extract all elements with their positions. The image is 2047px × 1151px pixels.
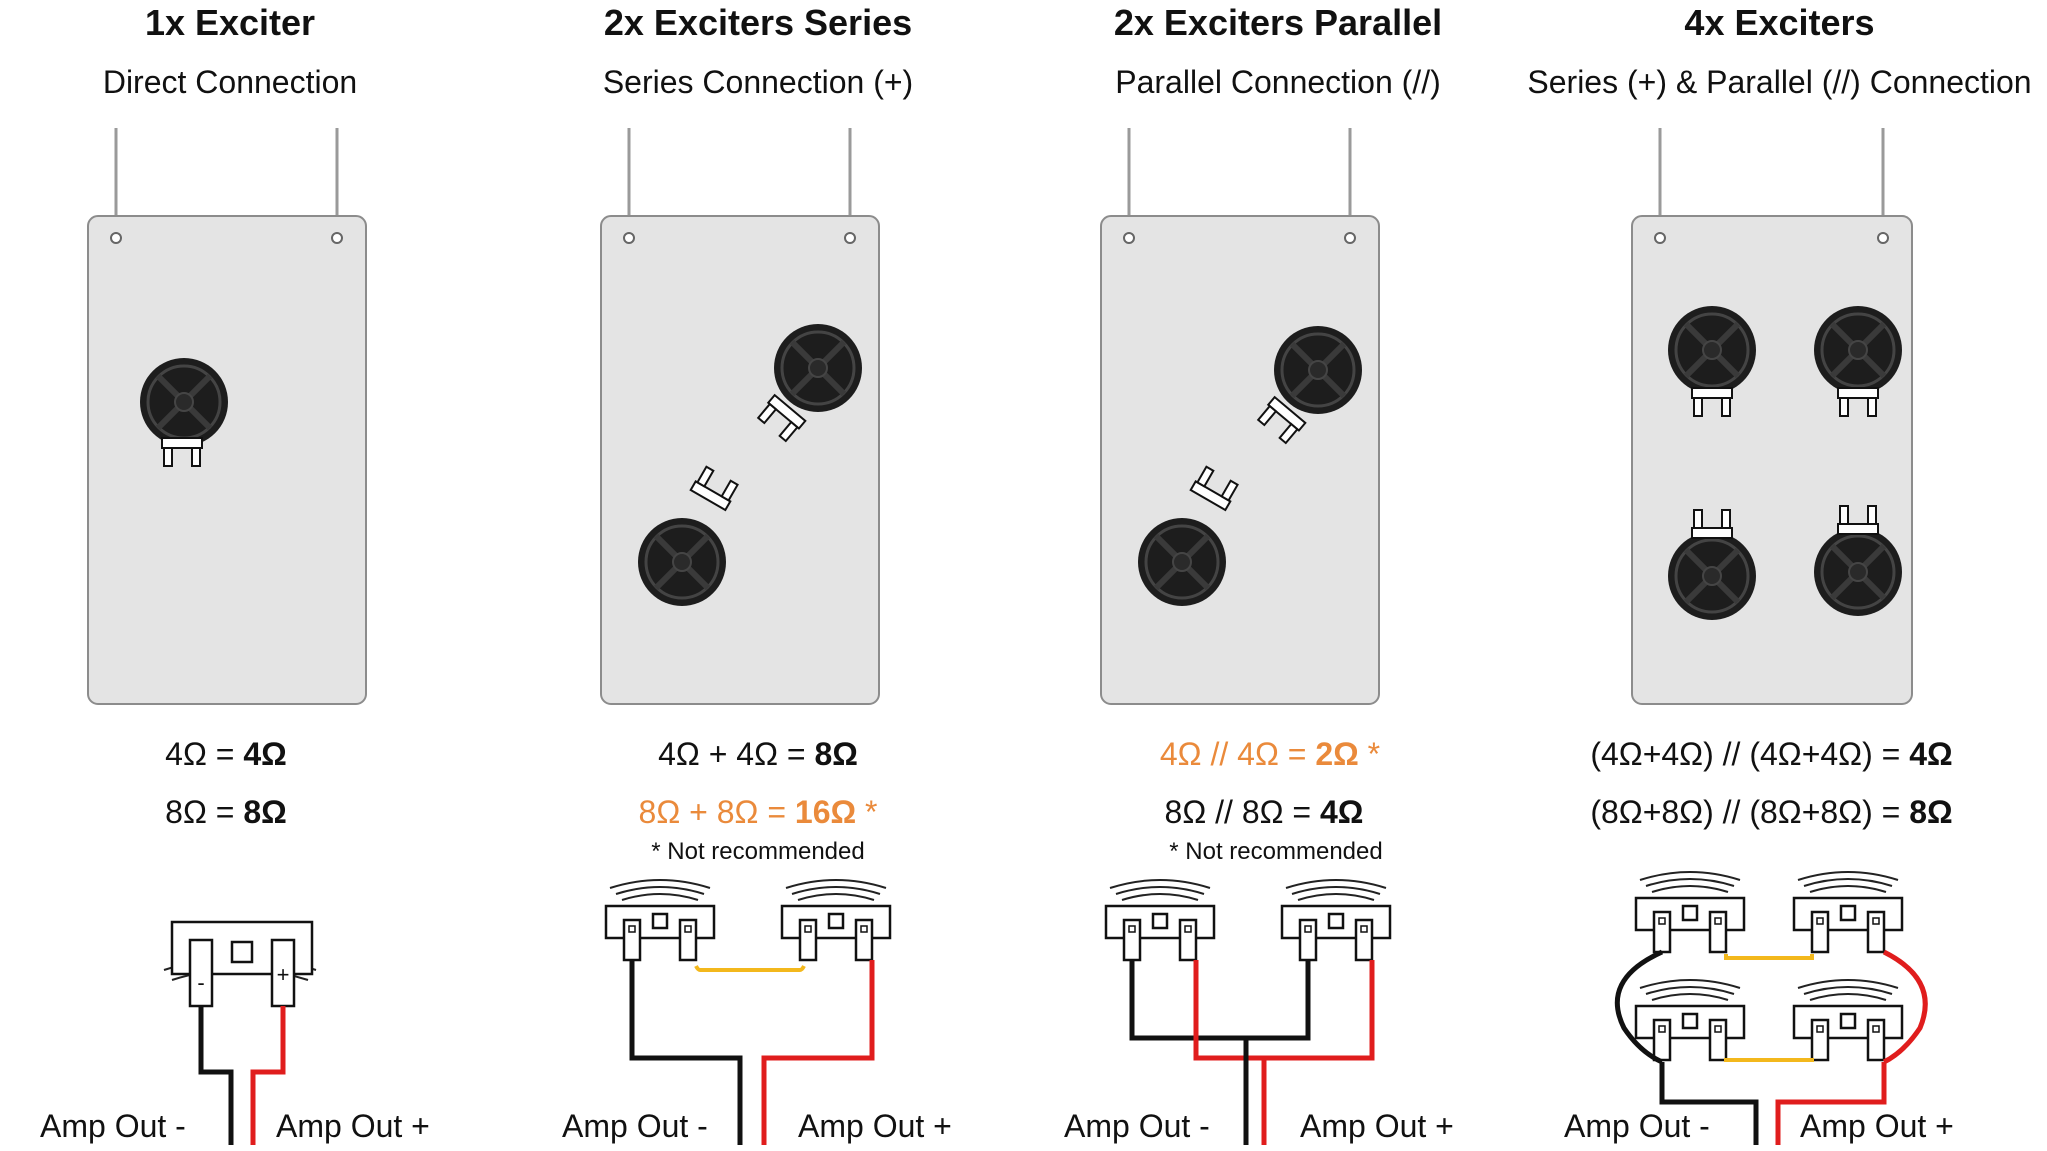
formula-expr: 4Ω =: [165, 736, 244, 772]
wiring-2x-parallel: [1104, 878, 1392, 1145]
amp-out-minus-label: Amp Out -: [1564, 1108, 1710, 1144]
column-1x: 1x Exciter Direct Connection 4Ω = 4Ω 8Ω …: [0, 0, 512, 1151]
formula-4ohm: 4Ω = 4Ω: [0, 736, 482, 773]
formula-8ohm: 8Ω // 8Ω = 4Ω: [1008, 794, 1520, 831]
not-recommended-note: * Not recommended: [651, 838, 865, 865]
amp-out-minus-label: Amp Out -: [562, 1108, 708, 1144]
formula-result: 4Ω: [243, 736, 287, 772]
formula-8ohm-warning: 8Ω + 8Ω = 16Ω *: [502, 794, 1014, 831]
wiring-2x-series: [604, 878, 892, 1145]
formula-result: 4Ω: [1320, 794, 1364, 830]
column-2x-series: 2x Exciters Series Series Connection (+)…: [512, 0, 1024, 1151]
column-title: 1x Exciter: [144, 2, 316, 43]
formula-4ohm: 4Ω + 4Ω = 8Ω: [502, 736, 1014, 773]
amp-out-plus-label: Amp Out +: [1300, 1108, 1454, 1144]
formula-expr: 4Ω + 4Ω =: [658, 736, 815, 772]
amp-out-minus-label: Amp Out -: [1064, 1108, 1210, 1144]
formula-4ohm: (4Ω+4Ω) // (4Ω+4Ω) = 4Ω: [1508, 736, 2035, 773]
column-title: 2x Exciters Parallel: [1113, 2, 1443, 43]
formula-result: 4Ω: [1909, 736, 1953, 772]
formula-result: 8Ω: [243, 794, 287, 830]
amp-out-plus-label: Amp Out +: [1800, 1108, 1954, 1144]
formula-asterisk: *: [1358, 736, 1381, 772]
not-recommended-note: * Not recommended: [1169, 838, 1383, 865]
terminal-minus-label: -: [197, 970, 204, 995]
amp-out-minus-label: Amp Out -: [40, 1108, 186, 1144]
formula-expr: (4Ω+4Ω) // (4Ω+4Ω) =: [1590, 736, 1910, 772]
amp-out-plus-label: Amp Out +: [798, 1108, 952, 1144]
column-subtitle: Series (+) & Parallel (//) Connection: [1527, 64, 2032, 100]
formula-expr: 8Ω =: [165, 794, 244, 830]
amp-out-plus-label: Amp Out +: [276, 1108, 430, 1144]
formula-result: 16Ω: [794, 794, 857, 830]
formula-4ohm-warning: 4Ω // 4Ω = 2Ω *: [1014, 736, 1526, 773]
formula-expr: 8Ω // 8Ω =: [1164, 794, 1320, 830]
column-subtitle: Series Connection (+): [602, 64, 914, 100]
wiring-4x: [1614, 870, 1928, 1145]
column-subtitle: Direct Connection: [102, 64, 358, 100]
wiring-1x: - +: [163, 920, 317, 1145]
formula-8ohm: 8Ω = 8Ω: [0, 794, 482, 831]
column-title: 4x Exciters: [1684, 2, 1875, 43]
formula-expr: (8Ω+8Ω) // (8Ω+8Ω) =: [1590, 794, 1910, 830]
formula-asterisk: *: [856, 794, 878, 830]
formula-expr: 4Ω // 4Ω =: [1159, 736, 1316, 772]
panel-2x-parallel: [1100, 128, 1380, 705]
column-2x-parallel: 2x Exciters Parallel Parallel Connection…: [1024, 0, 1536, 1151]
column-subtitle: Parallel Connection (//): [1115, 64, 1441, 100]
column-4x: 4x Exciters Series (+) & Parallel (//) C…: [1520, 0, 2047, 1151]
formula-result: 2Ω: [1315, 736, 1359, 772]
formula-result: 8Ω: [1909, 794, 1953, 830]
formula-result: 8Ω: [814, 736, 858, 772]
terminal-plus-label: +: [277, 962, 290, 987]
formula-expr: 8Ω + 8Ω =: [638, 794, 795, 830]
column-title: 2x Exciters Series: [603, 2, 913, 43]
panel-1x: [87, 128, 367, 705]
panel-2x-series: [600, 128, 880, 705]
formula-8ohm: (8Ω+8Ω) // (8Ω+8Ω) = 8Ω: [1508, 794, 2035, 831]
panel-4x: [1631, 128, 1913, 705]
